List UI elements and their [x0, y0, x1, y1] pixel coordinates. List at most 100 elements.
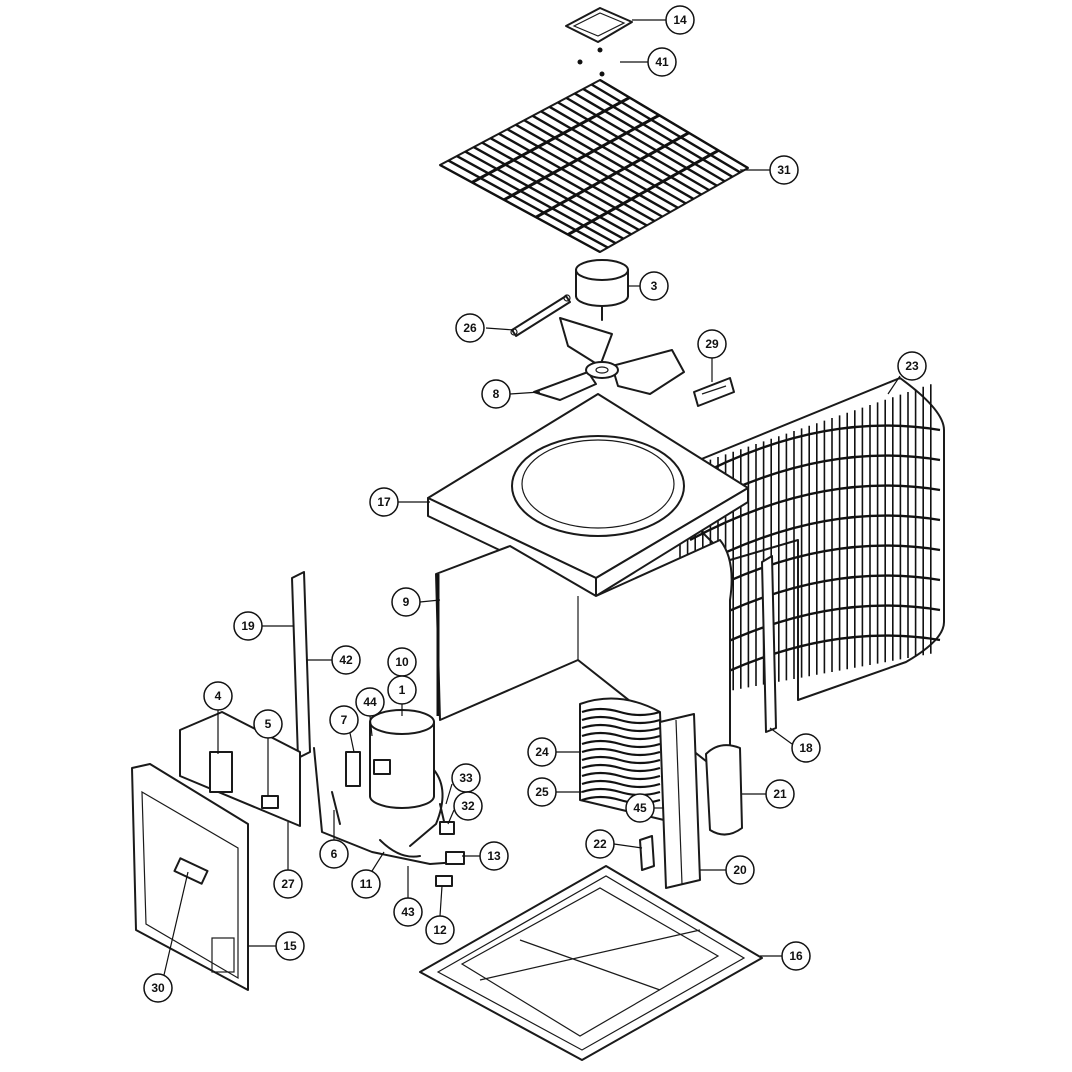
callout-bubble-42 [331, 645, 361, 675]
callout-bubble-43 [393, 897, 423, 927]
callout-number: 9 [403, 595, 410, 609]
callout-number: 6 [331, 847, 338, 861]
callout-leader-30 [163, 871, 189, 976]
callout-bubble-8 [481, 379, 511, 409]
callout-number: 43 [401, 905, 415, 919]
callout-leader-8 [509, 391, 541, 395]
callout-13: 13 [462, 841, 509, 871]
callout-bubble-9 [391, 587, 421, 617]
callout-31: 31 [740, 155, 799, 185]
callout-number: 44 [363, 695, 377, 709]
part-motor-bracket [510, 294, 571, 337]
callout-number: 17 [377, 495, 391, 509]
callout-number: 5 [265, 717, 272, 731]
callout-leader-12 [439, 885, 443, 917]
callout-number: 8 [493, 387, 500, 401]
callout-number: 30 [151, 981, 165, 995]
callout-19: 19 [233, 611, 294, 641]
callout-leader-9 [419, 599, 441, 603]
callout-leader-26 [485, 327, 515, 331]
callout-leader-22 [613, 843, 643, 849]
callout-number: 1 [399, 683, 406, 697]
callout-number: 18 [799, 741, 813, 755]
callout-bubble-31 [769, 155, 799, 185]
callout-leader-32 [447, 809, 455, 825]
callout-bubble-13 [479, 841, 509, 871]
callout-number: 31 [777, 163, 791, 177]
part-screws [577, 47, 605, 77]
callout-number: 42 [339, 653, 353, 667]
callout-number: 19 [241, 619, 255, 633]
callout-leader-23 [887, 375, 901, 395]
callout-bubble-16 [781, 941, 811, 971]
callout-bubble-14 [665, 5, 695, 35]
callout-bubble-27 [273, 869, 303, 899]
callout-6: 6 [319, 810, 349, 869]
callout-4: 4 [203, 681, 233, 754]
callout-leader-33 [445, 783, 453, 805]
callout-number: 45 [633, 801, 647, 815]
callout-number: 15 [283, 939, 297, 953]
callout-29: 29 [697, 329, 727, 382]
callout-18: 18 [769, 727, 821, 763]
callout-bubble-29 [697, 329, 727, 359]
callout-number: 7 [341, 713, 348, 727]
callout-bubble-3 [639, 271, 669, 301]
callout-bubble-30 [143, 973, 173, 1003]
callout-number: 27 [281, 877, 295, 891]
callout-32: 32 [447, 791, 483, 825]
callout-number: 22 [593, 837, 607, 851]
callout-number: 23 [905, 359, 919, 373]
callout-44: 44 [355, 687, 385, 737]
callout-number: 4 [215, 689, 222, 703]
callout-16: 16 [760, 941, 811, 971]
callout-21: 21 [742, 779, 795, 809]
callout-number: 21 [773, 787, 787, 801]
callout-bubble-22 [585, 829, 615, 859]
callout-bubble-45 [625, 793, 655, 823]
callout-number: 14 [673, 13, 687, 27]
callout-bubble-19 [233, 611, 263, 641]
callout-9: 9 [391, 587, 441, 617]
callout-leader-44 [369, 715, 373, 737]
callout-bubble-1 [387, 675, 417, 705]
callout-number: 12 [433, 923, 447, 937]
callout-number: 24 [535, 745, 549, 759]
callout-bubble-7 [329, 705, 359, 735]
callout-bubble-11 [351, 869, 381, 899]
callout-leader-18 [769, 727, 793, 745]
callout-22: 22 [585, 829, 643, 859]
callout-10: 10 [387, 647, 417, 677]
part-control-box [179, 711, 301, 827]
callout-20: 20 [700, 855, 755, 885]
callout-26: 26 [455, 313, 515, 343]
callout-bubble-12 [425, 915, 455, 945]
part-access-panel [131, 763, 249, 991]
callout-14: 14 [632, 5, 695, 35]
callout-bubble-23 [897, 351, 927, 381]
callout-bubble-18 [791, 733, 821, 763]
callout-bubble-26 [455, 313, 485, 343]
part-corner-post [291, 571, 311, 759]
callout-number: 33 [459, 771, 473, 785]
callout-23: 23 [887, 351, 927, 395]
callout-42: 42 [306, 645, 361, 675]
callout-1: 1 [387, 675, 417, 716]
callout-number: 25 [535, 785, 549, 799]
callout-number: 26 [463, 321, 477, 335]
callout-bubble-4 [203, 681, 233, 711]
callout-leader-7 [349, 732, 355, 753]
callout-11: 11 [351, 851, 385, 899]
callout-number: 3 [651, 279, 658, 293]
callout-30: 30 [143, 871, 189, 1003]
part-label-plate [693, 377, 735, 407]
callout-bubble-20 [725, 855, 755, 885]
callout-43: 43 [393, 866, 423, 927]
callout-41: 41 [620, 47, 677, 77]
callout-5: 5 [253, 709, 283, 796]
callout-number: 10 [395, 655, 409, 669]
part-tubing-valves [313, 747, 465, 887]
